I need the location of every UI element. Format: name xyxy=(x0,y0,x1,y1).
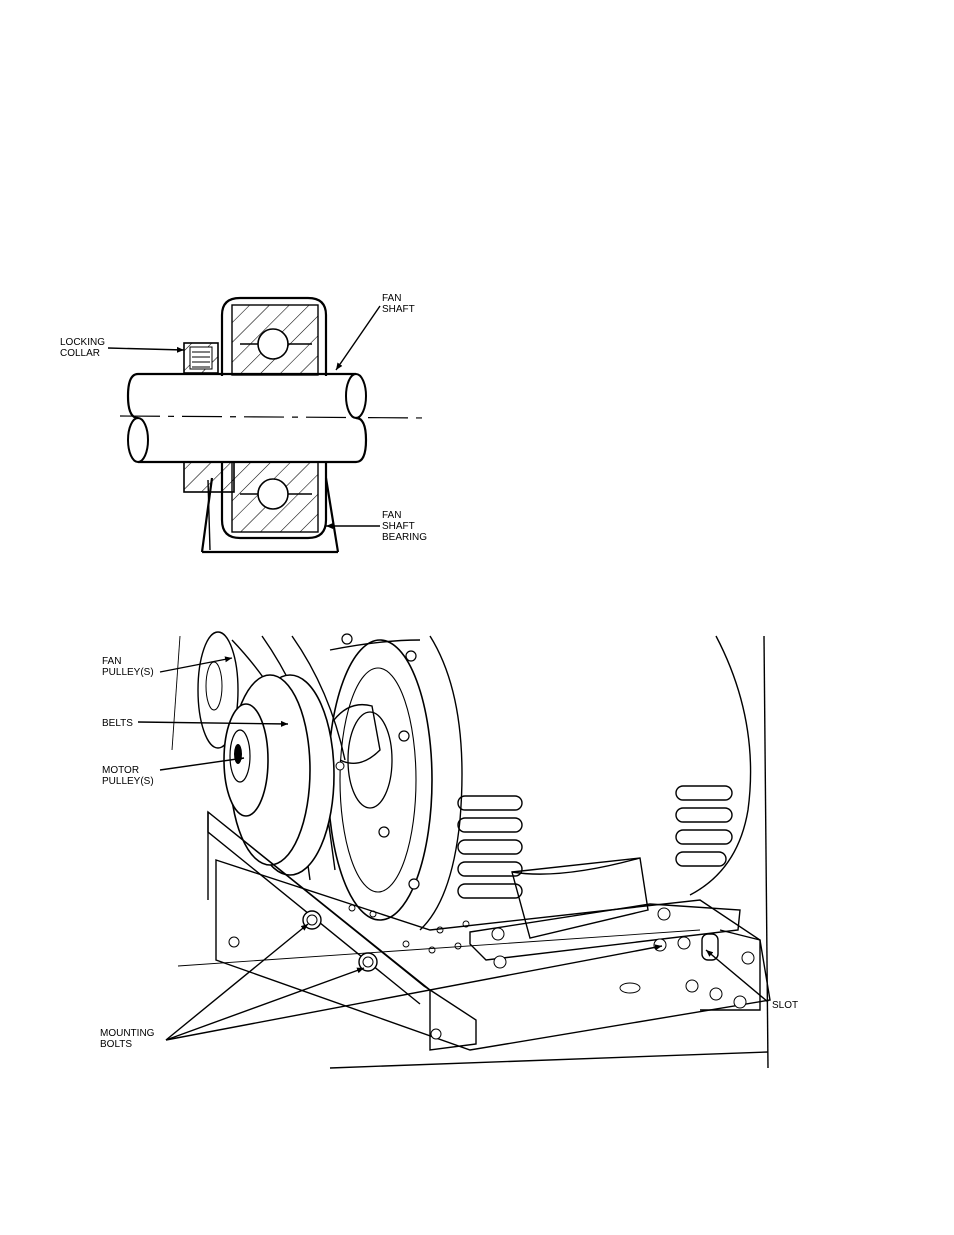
fan-pulleys-label: FAN PULLEY(S) xyxy=(102,656,154,678)
motor-pulley-diagram: FAN PULLEY(S) BELTS MOTOR PULLEY(S) MOUN… xyxy=(100,631,798,1069)
fan-shaft xyxy=(138,372,356,464)
motor-base-plate xyxy=(215,859,771,1051)
locking-collar-label: LOCKING COLLAR xyxy=(60,337,108,359)
slot-label: SLOT xyxy=(772,1000,798,1011)
mounting-bolt-2 xyxy=(358,952,378,972)
motor-vent-slots-right xyxy=(675,785,733,867)
belts-label: BELTS xyxy=(102,718,133,729)
motor-mount-foot xyxy=(511,857,649,939)
motor-pulley-hub xyxy=(223,703,269,817)
fan-shaft-label: FAN SHAFT xyxy=(382,293,415,315)
motor-vent-slots-left xyxy=(457,795,523,899)
bearing-ball-bottom xyxy=(257,478,289,510)
fan-pulley xyxy=(197,631,239,749)
fan-shaft-bearing-label: FAN SHAFT BEARING xyxy=(382,510,427,543)
bearing-housing xyxy=(220,296,328,376)
bearing-diagram: LOCKING COLLAR FAN SHAFT FAN SHAFT BEARI… xyxy=(60,293,429,554)
slot xyxy=(701,933,719,961)
mounting-bolts-label: MOUNTING BOLTS xyxy=(100,1028,157,1050)
motor-pulleys-label: MOTOR PULLEY(S) xyxy=(102,765,154,787)
adjustment-rail xyxy=(469,903,741,961)
base-plate-holes xyxy=(228,904,641,1040)
bearing-ball-top xyxy=(257,328,289,360)
